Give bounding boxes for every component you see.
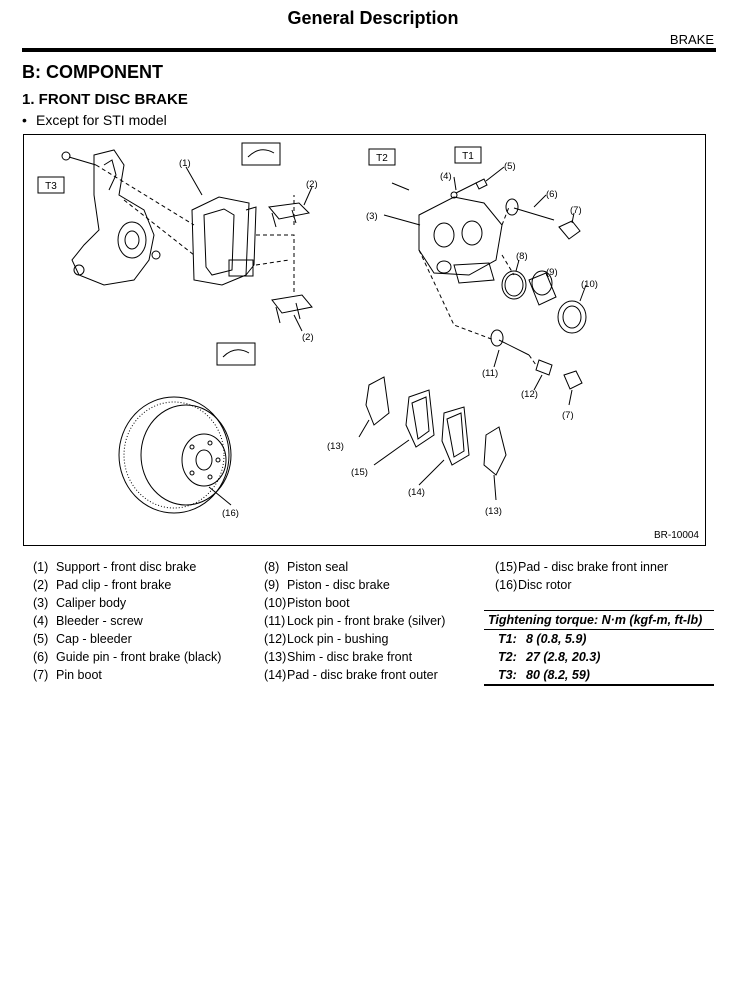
legend-item: (16)Disc rotor bbox=[495, 578, 572, 592]
legend-item: (15)Pad - disc brake front inner bbox=[495, 560, 669, 574]
caliper-illustration bbox=[418, 196, 503, 284]
callout-10: (10) bbox=[581, 279, 598, 290]
callout-7b: (7) bbox=[562, 410, 574, 421]
torque-table: Tightening torque: N·m (kgf-m, ft-lb) T1… bbox=[484, 610, 714, 686]
torque-row: T3:80 (8.2, 59) bbox=[484, 666, 714, 686]
torque-heading: Tightening torque: N·m (kgf-m, ft-lb) bbox=[484, 610, 714, 630]
torque-tag-t2: T2 bbox=[368, 148, 396, 166]
callout-14: (14) bbox=[408, 487, 425, 498]
callout-12: (12) bbox=[521, 389, 538, 400]
callout-1: (1) bbox=[179, 158, 191, 169]
legend-column-1: (1)Support - front disc brake (2)Pad cli… bbox=[22, 558, 221, 684]
callout-3: (3) bbox=[366, 211, 378, 222]
exploded-diagram: T3 T2 T1 (1) (2) (2) (3) (4) (5) (6) (7)… bbox=[23, 134, 706, 546]
legend-column-3: (15)Pad - disc brake front inner (16)Dis… bbox=[484, 558, 668, 594]
callout-11: (11) bbox=[482, 368, 498, 379]
diagram-drawing: T3 T2 T1 (1) (2) (2) (3) (4) (5) (6) (7)… bbox=[37, 142, 598, 519]
figure-code: BR-10004 bbox=[653, 530, 699, 541]
legend-item: (7)Pin boot bbox=[33, 668, 102, 682]
legend-item: (11)Lock pin - front brake (silver) bbox=[264, 614, 446, 628]
torque-row: T2:27 (2.8, 20.3) bbox=[498, 650, 601, 664]
legend-item: (12)Lock pin - bushing bbox=[264, 632, 389, 646]
callout-9: (9) bbox=[546, 267, 558, 278]
tag-t1-text: T1 bbox=[462, 151, 474, 162]
callout-2a: (2) bbox=[306, 179, 318, 190]
legend-item: (4)Bleeder - screw bbox=[33, 614, 143, 628]
callout-13b: (13) bbox=[485, 506, 502, 517]
legend-item: (9)Piston - disc brake bbox=[264, 578, 390, 592]
support-illustration bbox=[191, 196, 257, 286]
bullet-icon: • bbox=[22, 112, 27, 128]
tag-t2-text: T2 bbox=[376, 153, 388, 164]
callout-8: (8) bbox=[516, 251, 528, 262]
legend-item: (6)Guide pin - front brake (black) bbox=[33, 650, 222, 664]
callout-15: (15) bbox=[351, 467, 368, 478]
legend-item: (3)Caliper body bbox=[33, 596, 127, 610]
page-title: General Description bbox=[287, 8, 459, 28]
legend-item: (14)Pad - disc brake front outer bbox=[264, 668, 438, 682]
tag-t3-text: T3 bbox=[45, 181, 57, 192]
section-name: BRAKE bbox=[669, 32, 714, 47]
legend-item: (2)Pad clip - front brake bbox=[33, 578, 172, 592]
model-note: • Except for STI model bbox=[22, 112, 167, 128]
header-rule bbox=[22, 48, 716, 52]
component-heading: B: COMPONENT bbox=[22, 62, 163, 82]
knuckle-illustration bbox=[71, 149, 161, 286]
torque-row: T1:8 (0.8, 5.9) bbox=[498, 632, 587, 646]
legend-column-2: (8)Piston seal (9)Piston - disc brake (1… bbox=[253, 558, 445, 684]
torque-tag-t3: T3 bbox=[37, 176, 65, 194]
callout-6: (6) bbox=[546, 189, 558, 200]
callout-16: (16) bbox=[222, 508, 239, 519]
callout-7a: (7) bbox=[570, 205, 582, 216]
torque-tag-t1: T1 bbox=[454, 146, 482, 164]
disc-rotor-illustration bbox=[118, 396, 232, 514]
callout-2b: (2) bbox=[302, 332, 314, 343]
legend-item: (8)Piston seal bbox=[264, 560, 349, 574]
legend-item: (1)Support - front disc brake bbox=[33, 560, 197, 574]
callout-4: (4) bbox=[440, 171, 452, 182]
callout-5: (5) bbox=[504, 161, 516, 172]
subsection-heading: 1. FRONT DISC BRAKE bbox=[22, 91, 188, 108]
legend-item: (10)Piston boot bbox=[264, 596, 350, 610]
callout-13a: (13) bbox=[327, 441, 344, 452]
legend-item: (5)Cap - bleeder bbox=[33, 632, 132, 646]
model-note-text: Except for STI model bbox=[36, 112, 167, 128]
legend-item: (13)Shim - disc brake front bbox=[264, 650, 413, 664]
